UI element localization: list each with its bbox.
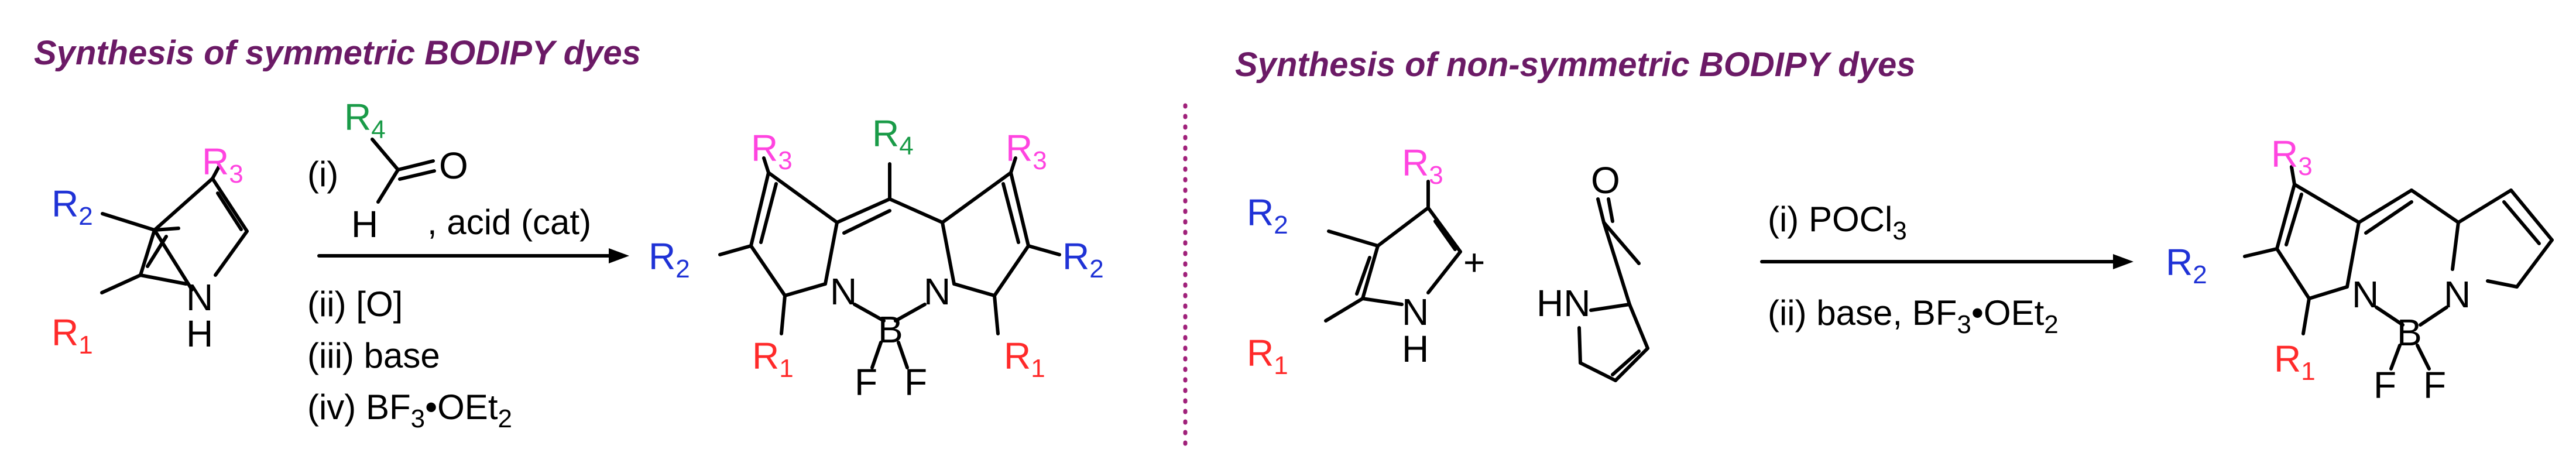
right-pyrrole-H: H [1402,328,1429,370]
product-F-left: F [855,361,877,403]
left-step-i: (i) [307,155,338,194]
carbaldehyde-HN: HN [1536,282,1590,324]
ns-product-N-left: N [2352,273,2379,316]
left-aldehyde-R4: R4 [344,96,386,144]
right-start-pyrrole: N H R1 R2 R3 [1247,142,1462,380]
product-R3-right: R3 [1006,127,1047,175]
right-step-ii: (ii) base, BF3•OEt2 [1768,293,2059,339]
plus-sign: + [1463,241,1485,283]
right-pyrrole-R3: R3 [1402,142,1443,190]
left-step-ii: (ii) [O] [307,284,403,324]
left-bodipy-product: N N B F F R4 R3 R3 R2 R2 R1 R1 [649,112,1104,403]
left-step-iv: (iv) BF3•OEt2 [307,388,512,433]
ns-product-F-right: F [2423,364,2446,406]
product-N-right: N [924,270,951,313]
right-step-i: (i) POCl3 [1768,200,1907,245]
left-aldehyde-H: H [351,203,378,245]
nonsymmetric-title: Synthesis of non-symmetric BODIPY dyes [1235,46,1916,84]
product-R2-right: R2 [1062,235,1104,283]
ns-product-R3: R3 [2271,133,2313,181]
right-pyrrole-R1: R1 [1247,332,1288,380]
left-acid-label: , acid (cat) [427,203,591,242]
pyrrole-2-carbaldehyde: O HN [1536,159,1649,382]
right-bodipy-product: N N B F F R3 R2 R1 [2166,133,2554,406]
left-start-pyrrole: N H R1 R2 R3 [52,140,249,359]
left-pyrrole-R2: R2 [52,183,93,231]
product-F-right: F [904,361,927,403]
symmetric-title: Synthesis of symmetric BODIPY dyes [34,34,641,72]
ns-product-B: B [2397,311,2422,354]
product-R4: R4 [872,112,914,160]
product-R3-left: R3 [751,127,793,175]
left-aldehyde-O: O [439,145,468,187]
left-pyrrole-R1: R1 [52,311,93,359]
left-reaction-arrow [317,248,629,263]
product-R1-left: R1 [752,335,794,383]
product-R2-left: R2 [649,235,690,283]
left-pyrrole-R3: R3 [202,140,243,188]
right-pyrrole-N: N [1402,291,1429,333]
product-N-left: N [830,270,857,313]
left-aldehyde: (i) R4 O H , acid (cat) [307,96,591,245]
ns-product-F-left: F [2373,364,2396,406]
right-reaction-arrow [1760,254,2133,269]
carbaldehyde-O: O [1591,159,1620,201]
product-B: B [878,308,903,351]
ns-product-N-right: N [2444,273,2471,316]
left-step-iii: (iii) base [307,336,440,375]
ns-product-R1: R1 [2274,338,2316,386]
ns-product-R2: R2 [2166,241,2207,289]
left-pyrrole-N: N [186,276,213,318]
product-R1-right: R1 [1004,335,1045,383]
left-pyrrole-H: H [186,313,213,355]
right-pyrrole-R2: R2 [1247,191,1288,239]
